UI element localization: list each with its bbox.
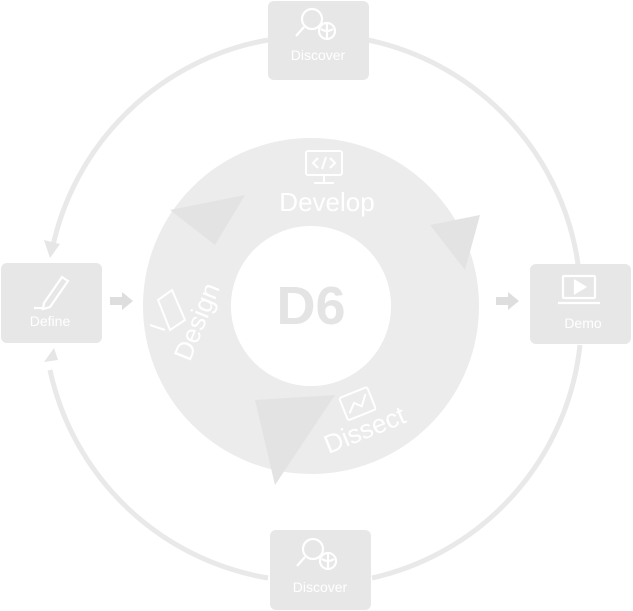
arrowhead-into-define-top [44, 240, 60, 258]
define-label: Define [30, 313, 71, 329]
outer-arc-right-bottom [371, 344, 583, 581]
monitor-code-icon [305, 150, 343, 184]
node-discover-top[interactable]: Discover [268, 1, 369, 80]
center-label: D6 [276, 276, 345, 336]
demo-label: Demo [564, 315, 602, 331]
segment-arrow-dissect [255, 395, 335, 485]
outer-arc-bottom-left [47, 369, 269, 581]
donut [143, 138, 480, 485]
node-discover-bottom[interactable]: Discover [270, 530, 371, 610]
chart-icon [338, 386, 377, 421]
laptop-play-icon [558, 274, 600, 305]
outer-arc-left-top [49, 37, 269, 251]
outer-cycle [47, 37, 583, 581]
pencil-icon [34, 275, 70, 311]
discover-top-label: Discover [291, 47, 346, 63]
magnifier-globe-icon [295, 7, 337, 41]
donut-hole [231, 226, 391, 386]
outer-arc-top-right [367, 37, 583, 283]
segment-develop: Develop [279, 150, 375, 217]
segment-arrow-develop [430, 215, 480, 270]
arrow-define-to-design [110, 292, 133, 310]
segment-arrow-design [170, 195, 245, 245]
arrow-donut-to-demo [496, 292, 519, 310]
develop-label: Develop [279, 187, 374, 217]
arrowhead-into-define-bottom [44, 348, 58, 362]
node-define[interactable]: Define [1, 263, 102, 343]
magnifier-globe-icon [296, 537, 338, 571]
node-demo[interactable]: Demo [530, 264, 631, 344]
pen-tablet-icon [149, 288, 187, 332]
discover-bottom-label: Discover [293, 579, 348, 595]
